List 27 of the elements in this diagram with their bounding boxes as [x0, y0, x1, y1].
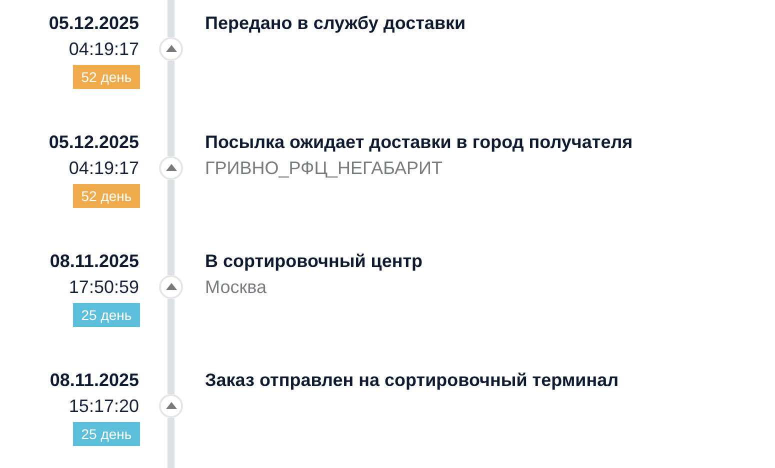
timeline-line — [168, 180, 174, 275]
timeline-line — [168, 0, 174, 37]
timeline-line — [168, 299, 174, 394]
location-text: ГРИВНО_РФЦ_НЕГАБАРИТ — [205, 157, 442, 179]
timeline-marker — [159, 275, 183, 299]
status-title: Заказ отправлен на сортировочный терминал — [205, 369, 619, 391]
time-text: 15:17:20 — [68, 395, 139, 417]
time-text: 04:19:17 — [68, 38, 139, 60]
timeline-marker — [159, 37, 183, 61]
day-count-badge: 25 день — [73, 422, 140, 446]
status-title: Посылка ожидает доставки в город получателя — [205, 131, 633, 153]
location-text: Москва — [205, 276, 266, 298]
time-text: 17:50:59 — [68, 276, 139, 298]
date-text: 08.11.2025 — [50, 250, 139, 272]
timeline-marker — [159, 394, 183, 418]
timeline-line — [168, 418, 174, 468]
date-text: 05.12.2025 — [48, 131, 139, 153]
date-text: 05.12.2025 — [48, 12, 139, 34]
date-text: 08.11.2025 — [50, 369, 139, 391]
day-count-badge: 52 день — [73, 184, 140, 208]
timeline-line — [168, 61, 174, 156]
status-title: Передано в службу доставки — [205, 12, 466, 34]
status-title: В сортировочный центр — [205, 250, 423, 272]
day-count-badge: 25 день — [73, 303, 140, 327]
time-text: 04:19:17 — [68, 157, 139, 179]
timeline-marker — [159, 156, 183, 180]
day-count-badge: 52 день — [73, 65, 140, 89]
